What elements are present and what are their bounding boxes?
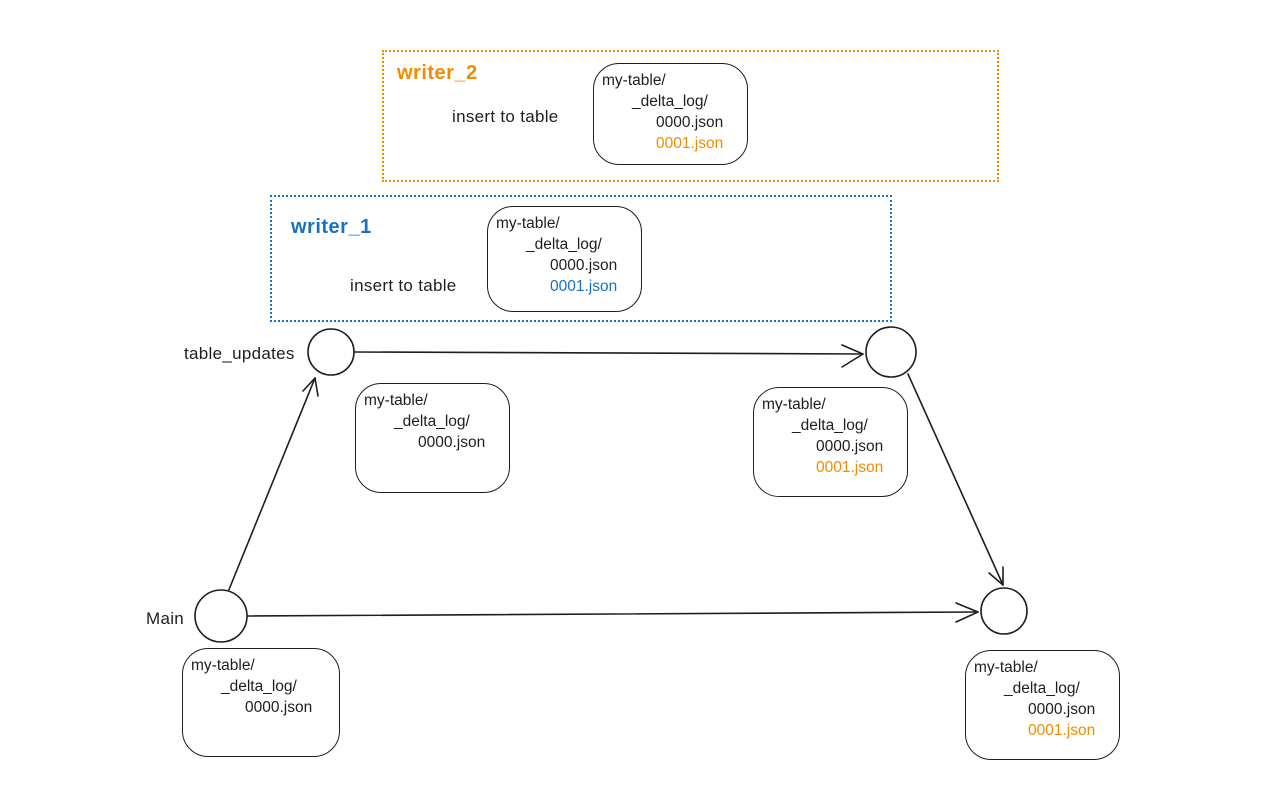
file-tree-box-writer1: my-table/ _delta_log/ 0000.json 0001.jso… [487,206,642,312]
file-line-table-dir: my-table/ [496,215,560,232]
file-line-table-dir: my-table/ [191,657,255,674]
file-line-table-dir: my-table/ [974,659,1038,676]
writer-1-label: writer_1 [291,216,372,238]
edge-table-updates-branch [352,344,864,368]
file-line-0001-json: 0001.json [656,135,724,152]
file-line-delta-log-dir: _delta_log/ [394,413,470,430]
commit-node-table-updates-end [865,326,917,378]
branch-label-table-updates: table_updates [184,344,295,363]
writer-2-group-box [382,50,999,182]
commit-node-main-end [980,587,1028,635]
file-tree-box-main-start: my-table/ _delta_log/ 0000.json [182,648,340,757]
edge-merge-arrow [907,373,1004,586]
file-line-delta-log-dir: _delta_log/ [632,93,708,110]
file-tree-box-writer2: my-table/ _delta_log/ 0000.json 0001.jso… [593,63,748,165]
writer-2-insert-label: insert to table [452,107,559,126]
file-line-delta-log-dir: _delta_log/ [221,678,297,695]
commit-node-main-start [194,589,248,643]
file-line-0000-json: 0000.json [418,434,486,451]
edge-main-branch [246,602,979,623]
file-line-delta-log-dir: _delta_log/ [1004,680,1080,697]
file-line-0000-json: 0000.json [245,699,313,716]
file-line-0000-json: 0000.json [1028,701,1096,718]
branch-label-main: Main [146,609,185,628]
file-line-delta-log-dir: _delta_log/ [792,417,868,434]
file-tree-box-main-end: my-table/ _delta_log/ 0000.json 0001.jso… [965,650,1120,760]
file-tree-box-table-updates-end: my-table/ _delta_log/ 0000.json 0001.jso… [753,387,908,497]
writer-1-insert-label: insert to table [350,276,457,295]
file-tree-box-table-updates-start: my-table/ _delta_log/ 0000.json [355,383,510,493]
commit-node-table-updates-start [307,328,355,376]
file-line-0000-json: 0000.json [816,438,884,455]
file-line-table-dir: my-table/ [364,392,428,409]
file-line-delta-log-dir: _delta_log/ [526,236,602,253]
file-line-0000-json: 0000.json [656,114,724,131]
writer-1-group-box [270,195,892,322]
file-line-table-dir: my-table/ [602,72,666,89]
file-line-0001-json: 0001.json [550,278,618,295]
writer-2-label: writer_2 [397,62,478,84]
edge-branch-off-arrow [227,377,319,593]
file-line-0001-json: 0001.json [1028,722,1096,739]
file-line-0000-json: 0000.json [550,257,618,274]
file-line-table-dir: my-table/ [762,396,826,413]
file-line-0001-json: 0001.json [816,459,884,476]
